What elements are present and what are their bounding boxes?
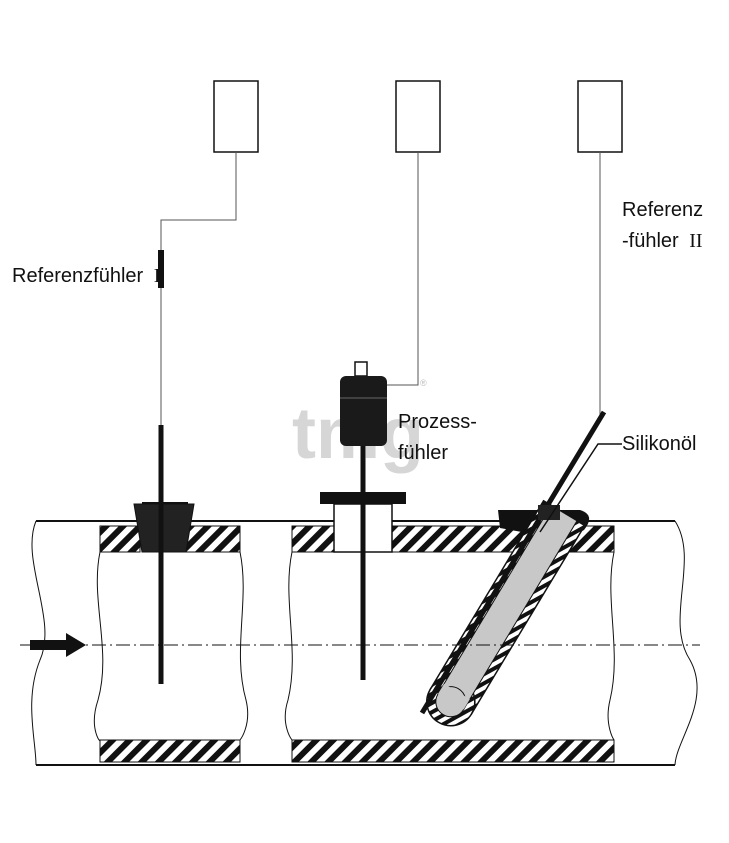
label-reference-sensor-2-line1: Referenz [622,199,703,221]
pipe-left-cut [31,520,46,766]
cable-reference-1 [160,152,237,250]
label-process-sensor-line1: Prozess- [398,411,477,433]
pipe-right-cut [674,520,698,766]
label-reference-sensor-1-numeral: I [154,265,161,287]
cable-process [387,152,419,386]
label-reference-sensor-1: Referenzfühler I [12,265,160,287]
process-sensor-head [340,376,387,446]
pipe-break-1 [93,551,104,742]
process-sensor [320,361,406,680]
reference-1-handle [158,250,164,288]
flow-direction-arrow-icon [30,633,86,657]
reference-2-probe [419,410,607,715]
wall-top-1a [99,525,141,553]
pipe-break-3 [284,551,293,741]
process-sensor-flange [320,492,406,504]
pipe-break-2 [239,551,249,741]
label-reference-sensor-2-numeral: II [689,230,702,252]
reference-2-thermowell [419,410,607,727]
thermowell-fill-joint [437,683,470,710]
label-process-sensor-line2: fühler [398,442,448,464]
label-silicone-oil: Silikonöl [622,433,696,455]
wall-bottom-1 [99,739,241,763]
label-reference-sensor-2-line2: -fühler II [622,230,703,252]
silicone-leader-line [539,443,622,533]
wall-top-2a [291,525,335,553]
pipe-break-4 [607,551,615,741]
readout-box-process [395,80,441,153]
wall-top-1b [185,525,241,553]
wall-bottom-2 [291,739,615,763]
reference-1-plug [133,503,195,553]
readout-box-reference-1 [213,80,259,153]
pipe [31,520,698,766]
process-sensor-connector [354,361,368,377]
watermark-registered-mark: ® [420,378,427,388]
readout-box-reference-2 [577,80,623,153]
